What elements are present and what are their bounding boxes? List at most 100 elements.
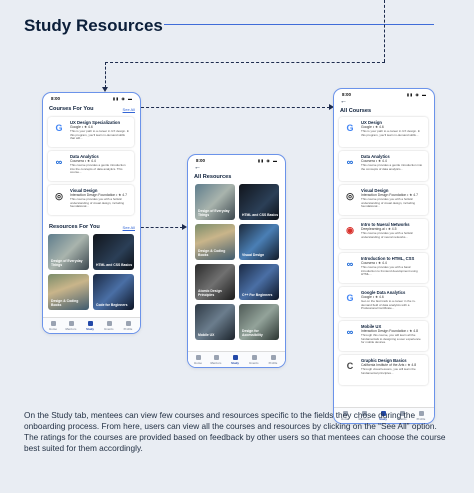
course-card[interactable]: G Google Data Analytics Google • ★ 4.6 G…: [339, 287, 428, 317]
arrow-down-head: [102, 87, 108, 92]
tab-home[interactable]: Home: [191, 355, 205, 365]
course-card[interactable]: ◉ Intro to Nueral Networks Deeplearning.…: [339, 219, 428, 249]
course-description: Through this course, you will learn all …: [361, 333, 421, 345]
resource-title: Visual Design: [242, 253, 265, 257]
description-caption: On the Study tab, mentees can view few c…: [24, 410, 446, 453]
tab-label: Study: [86, 327, 94, 331]
course-card[interactable]: G UX Design Specialization Google • ★ 4.…: [48, 117, 134, 147]
profile-icon: [270, 355, 276, 360]
resource-tile[interactable]: HTML and CSS Basics: [93, 234, 134, 270]
resource-tile[interactable]: Design for Accessibility: [239, 304, 279, 340]
home-icon: [195, 355, 201, 360]
phone-study-home: 8:00 ▮▮ ◉ ▬ Courses For You See All G UX…: [42, 92, 141, 334]
resource-title: Atomic Design Principles: [198, 289, 222, 297]
course-description: This course provides a gentle introducti…: [361, 163, 423, 171]
deeplearning-logo-icon: ◉: [346, 225, 354, 235]
course-title: UX Design: [361, 120, 382, 125]
coursera-logo-icon: ∞: [55, 157, 63, 167]
connector-title-to-phone1: [105, 62, 385, 63]
tab-study[interactable]: Study: [83, 321, 97, 331]
tab-events[interactable]: Events: [247, 355, 261, 365]
tab-label: Events: [249, 361, 259, 365]
resource-tile[interactable]: Design of Everyday Things: [195, 184, 235, 220]
course-provider: Interaction Design Foundation • ★ 4.7: [70, 193, 128, 197]
coursera-logo-icon: ∞: [346, 259, 354, 269]
connector-down: [105, 62, 106, 88]
course-provider: Coursera • ★ 4.4: [361, 159, 387, 163]
resource-tile[interactable]: C++ For Beginners: [239, 264, 279, 300]
google-logo-icon: G: [346, 293, 354, 303]
tab-study[interactable]: Study: [376, 411, 390, 421]
course-title: Data Analytics: [361, 154, 390, 159]
tab-label: Home: [49, 327, 57, 331]
connector-title-vertical: [384, 0, 385, 62]
resource-tile[interactable]: Mobile UX: [195, 304, 235, 340]
back-arrow-icon[interactable]: ←: [340, 98, 347, 105]
course-provider: Deeplearning.ai • ★ 4.5: [361, 227, 397, 231]
resource-tile[interactable]: Design & Coding Books: [48, 274, 89, 310]
course-provider: Google • ★ 4.6: [361, 295, 384, 299]
course-card[interactable]: ∞ Mobile UX Interaction Design Foundatio…: [339, 321, 428, 351]
resource-title: Design of Everyday Things: [51, 259, 83, 267]
resource-title: Code for Beginners: [96, 303, 128, 307]
mentors-icon: [68, 321, 74, 326]
course-description: Through visual lessons, you will learn t…: [361, 367, 416, 375]
resource-tile[interactable]: Atomic Design Principles: [195, 264, 235, 300]
tab-home[interactable]: Home: [46, 321, 60, 331]
study-icon: [87, 321, 93, 326]
resource-title: HTML and CSS Basics: [242, 213, 279, 217]
page-title: Study Resources: [24, 16, 163, 35]
course-card[interactable]: G UX Design Google • ★ 4.6 This is your …: [339, 117, 428, 147]
phone-all-courses: 8:00 ▮▮ ◉ ▬ ← All Courses G UX Design Go…: [333, 88, 435, 424]
tab-mentors[interactable]: Mentors: [209, 355, 223, 365]
connector-see-all-resources: [136, 227, 183, 228]
status-icons: ▮▮ ◉ ▬: [257, 158, 278, 163]
course-provider: Google • ★ 4.6: [70, 125, 93, 129]
all-resources-title: All Resources: [194, 174, 232, 180]
course-card[interactable]: ◎ Visual Design Interaction Design Found…: [339, 185, 428, 215]
tab-mentors[interactable]: Mentors: [357, 411, 371, 421]
tab-label: Study: [231, 361, 239, 365]
tab-label: Profile: [416, 417, 426, 421]
tab-mentors[interactable]: Mentors: [64, 321, 78, 331]
tab-profile[interactable]: Profile: [414, 411, 428, 421]
tab-events[interactable]: Events: [102, 321, 116, 331]
arrow-right-head-1: [329, 104, 334, 110]
course-provider: Coursera • ★ 4.4: [361, 261, 387, 265]
tab-bar: Home Mentors Study Events Profile: [188, 351, 285, 367]
course-description: This is your path to a career in UX desi…: [361, 129, 421, 137]
back-arrow-icon[interactable]: ←: [194, 164, 201, 171]
resource-tile[interactable]: Code for Beginners: [93, 274, 134, 310]
tab-study[interactable]: Study: [228, 355, 242, 365]
course-card[interactable]: ∞ Introduction to HTML, CSS Coursera • ★…: [339, 253, 428, 283]
mentors-icon: [213, 355, 219, 360]
see-all-resources-link[interactable]: See All: [122, 225, 135, 230]
tab-profile[interactable]: Profile: [121, 321, 135, 331]
tab-profile[interactable]: Profile: [266, 355, 280, 365]
arrow-right-head-2: [182, 224, 187, 230]
tab-events[interactable]: Events: [395, 411, 409, 421]
course-provider: Interaction Design Foundation • ★ 4.8: [361, 329, 419, 333]
resource-tile[interactable]: Visual Design: [239, 224, 279, 260]
resource-title: Design & Coding Books: [51, 299, 79, 307]
tab-home[interactable]: Home: [338, 411, 352, 421]
course-description: This course provides a gentle introducti…: [70, 163, 126, 175]
phone-all-resources: 8:00 ▮▮ ◉ ▬ ← All Resources Design of Ev…: [187, 154, 286, 368]
see-all-courses-link[interactable]: See All: [122, 107, 135, 112]
course-card[interactable]: C Graphic Design Basics California Insti…: [339, 355, 428, 385]
events-icon: [106, 321, 112, 326]
resource-title: Design & Coding Books: [198, 249, 226, 257]
title-underline: [164, 24, 434, 25]
course-title: Visual Design: [70, 188, 98, 193]
home-icon: [342, 411, 348, 416]
course-title: Visual Design: [361, 188, 389, 193]
resource-tile[interactable]: Design & Coding Books: [195, 224, 235, 260]
resource-tile[interactable]: Design of Everyday Things: [48, 234, 89, 270]
connector-see-all-courses: [136, 107, 330, 108]
course-card[interactable]: ◎ Visual Design Interaction Design Found…: [48, 185, 134, 215]
resource-tile[interactable]: HTML and CSS Basics: [239, 184, 279, 220]
course-card[interactable]: ∞ Data Analytics Coursera • ★ 4.4 This c…: [48, 151, 134, 181]
course-title: Intro to Nueral Networks: [361, 222, 410, 227]
events-icon: [399, 411, 405, 416]
course-card[interactable]: ∞ Data Analytics Coursera • ★ 4.4 This c…: [339, 151, 428, 181]
